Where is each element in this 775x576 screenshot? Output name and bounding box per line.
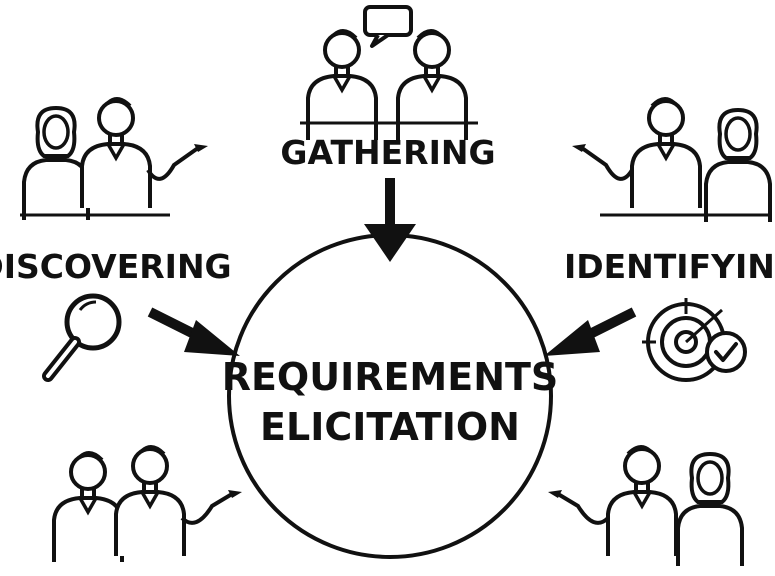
speech-bubble-icon — [363, 5, 413, 48]
target-check-icon — [642, 298, 747, 382]
label-gathering: GATHERING — [280, 133, 495, 172]
upper-right-people-group — [572, 97, 772, 224]
person-woman-upper-right — [704, 108, 772, 224]
label-identifying: IDENTIFYING — [564, 247, 775, 286]
upper-left-people-group — [20, 97, 208, 222]
person-man-lower-right — [606, 445, 678, 558]
person-man-upper-right — [630, 97, 702, 210]
lower-right-people-group — [548, 445, 744, 568]
person-man-upper-left — [80, 97, 152, 210]
arrow-discovering — [147, 307, 240, 356]
center-title-line2: ELICITATION — [260, 405, 520, 449]
arrow-gathering — [364, 178, 416, 262]
arrow-identifying — [544, 307, 637, 356]
lower-left-people-group — [52, 445, 242, 564]
person-woman-upper-left — [22, 106, 90, 222]
center-title-line1: REQUIREMENTS — [222, 355, 559, 399]
label-discovering: DISCOVERING — [0, 247, 232, 286]
magnifying-glass-icon — [42, 293, 122, 382]
person-man-lower-left-back — [52, 451, 124, 564]
person-woman-lower-right — [676, 452, 744, 568]
person-man-lower-left-front — [114, 445, 186, 558]
top-people-group — [300, 29, 478, 143]
